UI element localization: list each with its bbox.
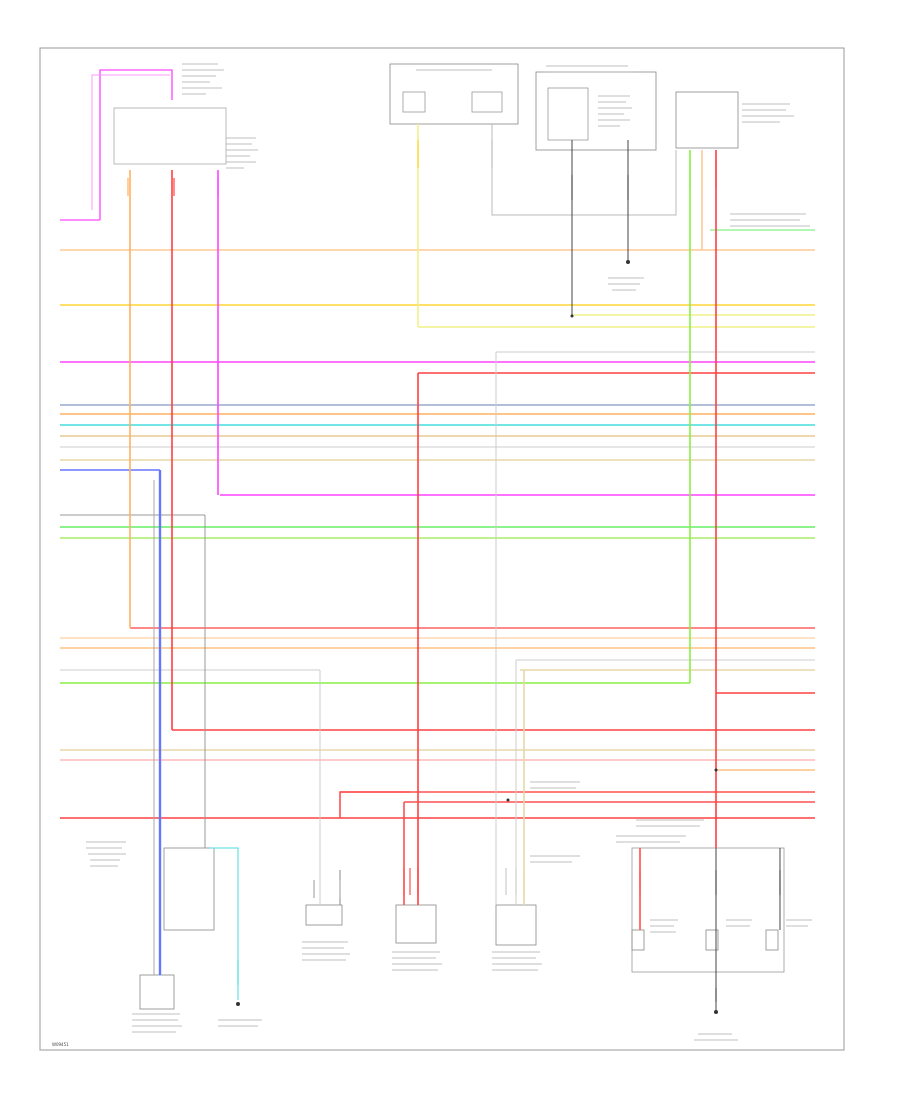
diagram-frame <box>39 47 845 1051</box>
vertical-wires <box>91 69 781 1010</box>
top-components <box>113 63 785 1010</box>
wire-v-cyan-down <box>210 847 239 1000</box>
engine-control-module-box <box>535 71 657 151</box>
sensor-connector-4 <box>631 929 645 951</box>
fuse-block <box>113 107 227 165</box>
horizontal-wires <box>60 219 815 819</box>
module-connector-a <box>139 974 175 1010</box>
sensor-connector-5 <box>705 929 719 951</box>
connector-pins <box>127 140 781 1002</box>
sensor-connector-2 <box>395 904 437 944</box>
wire-v-grey-cluster <box>491 124 677 216</box>
wire-v-pink-main <box>99 69 173 220</box>
sensor-connector-1 <box>305 904 343 926</box>
sensor-connector-3 <box>495 904 537 946</box>
splice-points <box>236 260 718 1014</box>
instrument-cluster-box <box>389 63 519 125</box>
footer-code: W09451 <box>52 1042 69 1047</box>
label-marks <box>86 63 812 1041</box>
sensor-connector-6 <box>765 929 779 951</box>
switch-box <box>675 91 739 149</box>
sensor-group-box <box>631 847 785 973</box>
module-connector-b <box>163 847 215 931</box>
